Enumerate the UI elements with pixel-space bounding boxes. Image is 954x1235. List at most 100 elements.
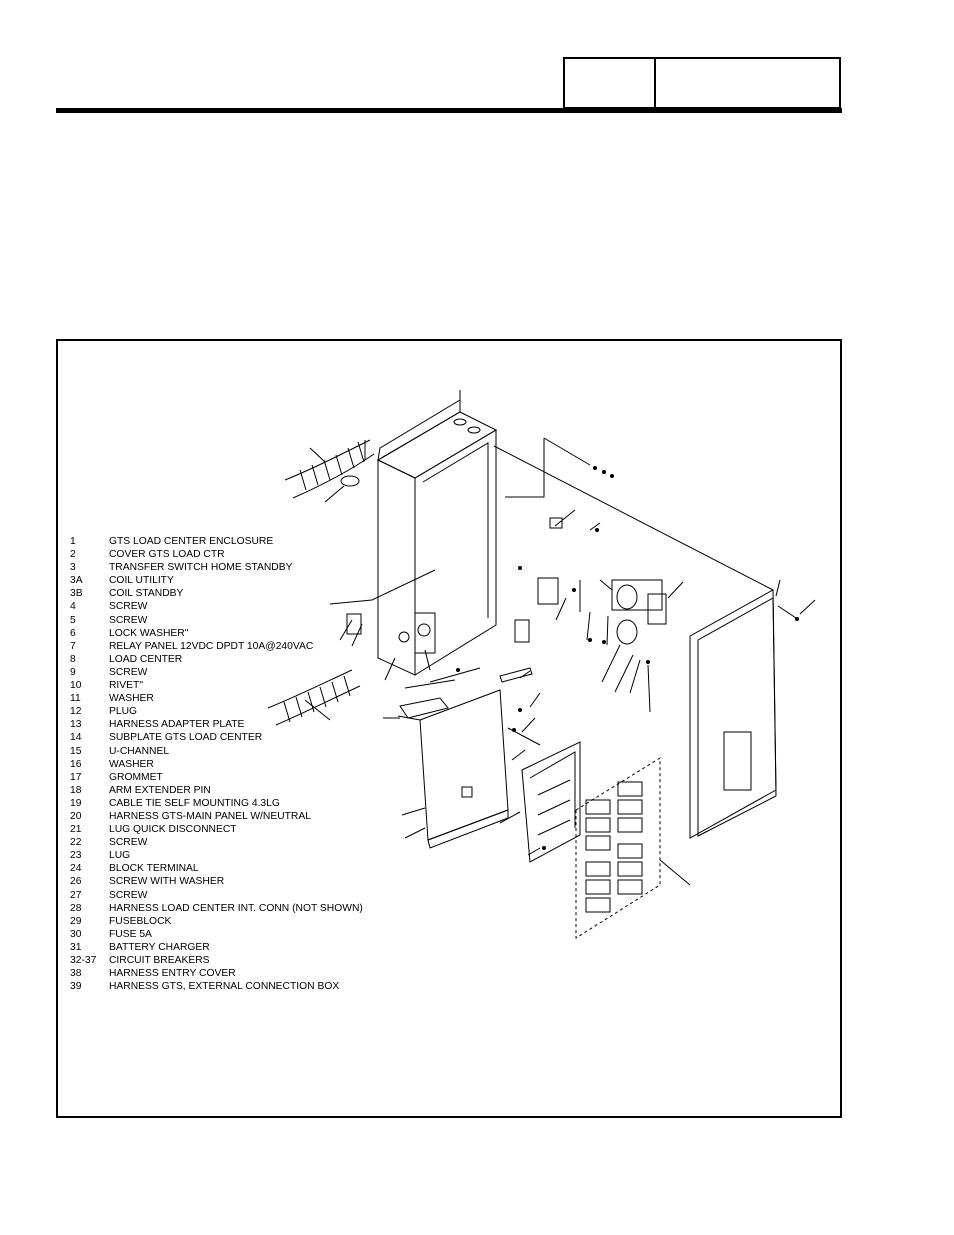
small-parts-drawing (346, 517, 563, 746)
cover-drawing (493, 445, 777, 839)
subplate-drawing (397, 689, 509, 849)
part-description: SCREW WITH WASHER (109, 876, 225, 888)
parts-legend-row: 3A COIL UTILITY (70, 574, 363, 587)
part-description: WASHER (109, 758, 154, 770)
parts-legend-row: 13 HARNESS ADAPTER PLATE (70, 718, 363, 731)
part-description: GROMMET (109, 771, 163, 783)
part-number: 8 (70, 653, 76, 665)
part-number: 22 (70, 837, 82, 849)
part-description: SCREW (109, 601, 148, 613)
part-number: 29 (70, 915, 82, 927)
leader-lines (304, 437, 816, 886)
parts-legend-row: 32-37 CIRCUIT BREAKERS (70, 954, 363, 967)
parts-legend-row: 6 LOCK WASHER" (70, 627, 363, 640)
part-number: 20 (70, 810, 82, 822)
part-number: 13 (70, 719, 82, 731)
parts-legend-row: 30 FUSE 5A (70, 928, 363, 941)
enclosure-drawing (376, 390, 498, 676)
part-description: LUG (109, 850, 131, 862)
part-description: LUG QUICK DISCONNECT (109, 824, 237, 836)
part-number: 1 (70, 536, 76, 547)
part-description: SCREW (109, 837, 148, 849)
parts-legend-row: 5 SCREW (70, 614, 363, 627)
parts-legend: 1 GTS LOAD CENTER ENCLOSURE 2 COVER GTS LOA… (70, 535, 363, 993)
header-rule (56, 108, 842, 113)
parts-legend-row: 3B COIL STANDBY (70, 587, 363, 600)
part-number: 26 (70, 876, 82, 888)
part-number: 2 (70, 549, 76, 561)
part-description: HARNESS LOAD CENTER INT. CONN (NOT SHOWN… (109, 902, 363, 914)
parts-legend-row: 31 BATTERY CHARGER (70, 941, 363, 954)
parts-legend-row: 3 TRANSFER SWITCH HOME STANDBY (70, 561, 363, 574)
parts-legend-row: 38 HARNESS ENTRY COVER (70, 967, 363, 980)
part-description: SCREW (109, 889, 148, 901)
circuit-breakers-drawing (575, 757, 661, 939)
part-description: WASHER (109, 693, 154, 705)
part-number: 3A (70, 575, 83, 587)
part-number: 18 (70, 784, 82, 796)
part-number: 3 (70, 562, 76, 574)
part-number: 3B (70, 588, 83, 600)
part-description: SUBPLATE GTS LOAD CENTER (109, 732, 263, 744)
part-description: CIRCUIT BREAKERS (109, 955, 210, 966)
parts-legend-row: 2 COVER GTS LOAD CTR (70, 548, 363, 561)
part-description: FUSEBLOCK (109, 915, 172, 927)
parts-legend-row: 7 RELAY PANEL 12VDC DPDT 10A@240VAC (70, 640, 363, 653)
part-description: BATTERY CHARGER (109, 941, 210, 953)
parts-legend-row: 29 FUSEBLOCK (70, 915, 363, 928)
parts-legend-row: 1 GTS LOAD CENTER ENCLOSURE (70, 535, 363, 548)
part-description: ARM EXTENDER PIN (109, 784, 211, 796)
part-description: COVER GTS LOAD CTR (109, 549, 225, 561)
part-description: SCREW (109, 666, 148, 678)
part-description: COIL UTILITY (109, 575, 174, 587)
part-number: 12 (70, 706, 82, 718)
part-number: 32-37 (70, 955, 97, 966)
parts-legend-row: 17 GROMMET (70, 771, 363, 784)
part-number: 16 (70, 758, 82, 770)
part-number: 7 (70, 640, 76, 652)
part-description: HARNESS ENTRY COVER (109, 968, 236, 980)
part-description: CABLE TIE SELF MOUNTING 4.3LG (109, 797, 280, 809)
part-description: RIVET" (109, 680, 143, 692)
part-description: COIL STANDBY (109, 588, 184, 600)
part-number: 24 (70, 863, 82, 875)
part-number: 6 (70, 627, 76, 639)
part-description: TRANSFER SWITCH HOME STANDBY (109, 562, 293, 574)
parts-legend-row: 19 CABLE TIE SELF MOUNTING 4.3LG (70, 797, 363, 810)
part-number: 21 (70, 824, 82, 836)
transfer-switch-drawing (611, 579, 667, 645)
part-description: HARNESS ADAPTER PLATE (109, 719, 245, 731)
part-description: GTS LOAD CENTER ENCLOSURE (109, 536, 274, 547)
part-description: FUSE 5A (109, 928, 152, 940)
parts-legend-row: 16 WASHER (70, 758, 363, 771)
part-number: 23 (70, 850, 82, 862)
part-description: RELAY PANEL 12VDC DPDT 10A@240VAC (109, 640, 314, 652)
part-number: 17 (70, 771, 82, 783)
part-number: 10 (70, 680, 82, 692)
parts-legend-row: 22 SCREW (70, 836, 363, 849)
parts-legend-row: 26 SCREW WITH WASHER (70, 875, 363, 888)
part-number: 31 (70, 941, 82, 953)
part-description: HARNESS GTS, EXTERNAL CONNECTION BOX (109, 981, 340, 993)
part-description: SCREW (109, 614, 148, 626)
part-number: 30 (70, 928, 82, 940)
parts-legend-row: 18 ARM EXTENDER PIN (70, 784, 363, 797)
part-number: 19 (70, 797, 82, 809)
part-number: 5 (70, 614, 76, 626)
figure-frame (56, 339, 842, 1118)
parts-legend-row: 23 LUG (70, 849, 363, 862)
part-description: LOCK WASHER" (109, 627, 189, 639)
parts-legend-row: 10 RIVET" (70, 679, 363, 692)
fasteners (456, 466, 799, 850)
part-number: 38 (70, 968, 82, 980)
